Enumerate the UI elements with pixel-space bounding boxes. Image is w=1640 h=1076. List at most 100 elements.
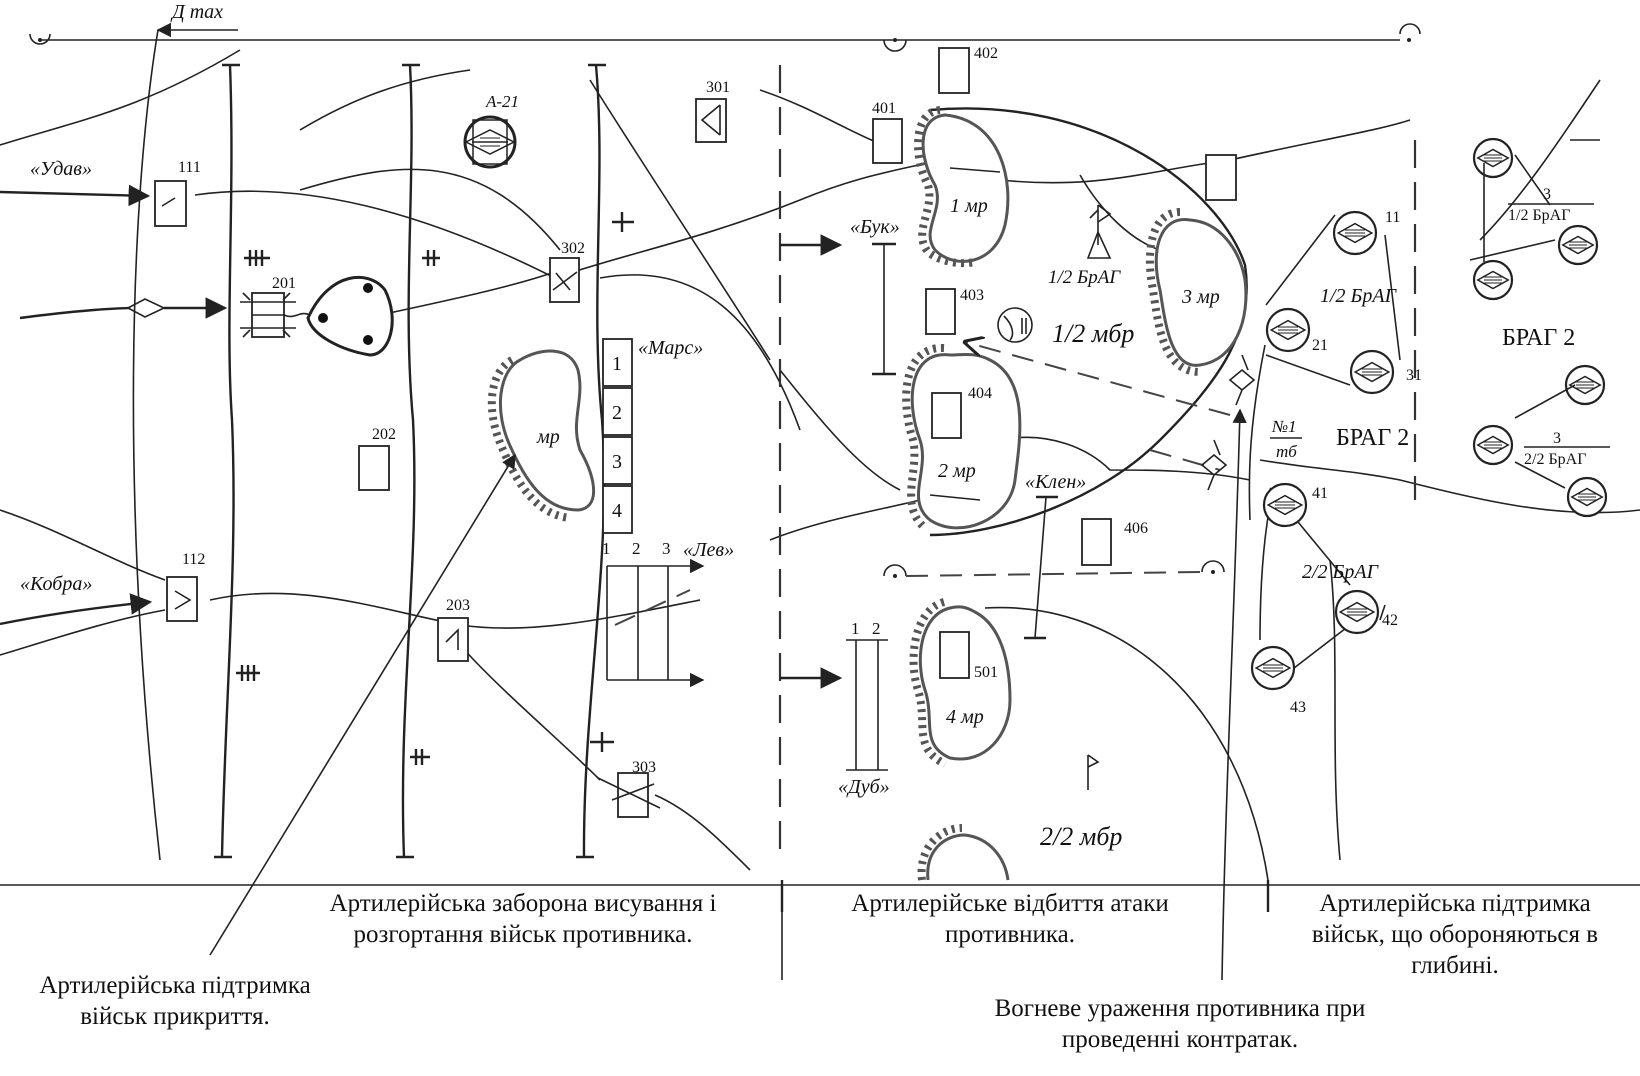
mr2-zone: 2 мр [902,343,1022,532]
svg-text:А-21: А-21 [485,92,519,111]
brag-a-label: 1/2 БрАГ [1320,285,1398,307]
kobra-label: «Кобра» [20,573,92,595]
d-max-label: Д max [170,1,223,23]
svg-text:403: 403 [960,287,984,304]
target-302[interactable]: 302 [549,240,585,303]
udav-label: «Удав» [30,158,92,180]
battery-31-icon: 31 [1349,349,1422,395]
battery-43-icon: 43 [1250,645,1306,716]
sensor-icon [997,307,1033,343]
svg-text:3 мр: 3 мр [1181,286,1220,308]
target-406[interactable]: 501 [939,631,998,681]
target-112[interactable]: 112 [166,551,205,622]
svg-text:3: 3 [1553,430,1561,447]
brag-battery-icon [1557,224,1599,266]
svg-text:201: 201 [272,275,296,292]
svg-text:4: 4 [612,500,622,522]
caption-repel-attack: Артилерійське відбиття атаки противника. [851,890,1169,948]
target-403[interactable]: 403 [925,287,984,335]
mr3-zone: 3 мр [1145,208,1248,376]
brag-battery-icon [1472,259,1514,301]
target-501[interactable] [1205,154,1237,201]
target-203[interactable]: 203 [437,597,470,662]
svg-text:1/2 БрАГ: 1/2 БрАГ [1508,207,1570,224]
target-404[interactable]: 404 [931,385,992,439]
svg-text:303: 303 [632,759,656,776]
mars-fire-line: 1 2 3 4 «Марс» [602,337,703,534]
svg-text:3: 3 [612,451,622,473]
brag-battery-icon [1566,476,1608,518]
target-301[interactable]: 301 [695,79,730,143]
svg-text:302: 302 [561,240,585,257]
target-405[interactable]: 406 [1081,518,1148,566]
mr4-zone: 4 мр [909,598,1012,768]
mbr2-boundary [984,606,1269,881]
brag2-label-right: БРАГ 2 [1502,325,1575,351]
brag-battery-icon [1472,137,1514,179]
svg-text:1: 1 [851,619,860,638]
battery-label: 41 [1312,485,1328,502]
battery-label: 43 [1290,699,1306,716]
dub-fire-line: 1 2 «Дуб» [838,619,890,798]
buk-fire-line: «Бук» [850,216,900,376]
svg-text:тб: тб [1276,442,1297,461]
svg-text:203: 203 [446,597,470,614]
battery-41-icon: 41 [1262,482,1328,528]
brag-group-top: 3 1/2 БрАГ [1469,154,1594,262]
battery-label: 21 [1312,337,1328,354]
battery-label: 42 [1382,612,1398,629]
svg-text:1/2 БрАГ: 1/2 БрАГ [1048,267,1121,288]
battery-42-icon: 42 [1334,589,1398,635]
mr-zone-left: мр [487,349,596,522]
tank-obstacle-icons [1200,354,1256,491]
svg-text:№1: №1 [1271,417,1297,436]
svg-text:301: 301 [706,79,730,96]
approach-arrow [19,306,131,320]
brag2-label-center: БРАГ 2 [1336,425,1409,451]
small-flag [1087,754,1100,790]
svg-text:2/2 БрАГ: 2/2 БрАГ [1524,451,1586,468]
target-201[interactable]: 201 [240,275,296,338]
target-401[interactable]: 401 [872,100,903,164]
svg-text:«Клен»: «Клен» [1025,471,1086,493]
mbr2-label: 2/2 мбр [1040,822,1122,851]
terrain-lines [0,49,1640,871]
d-max-marker: Д max [132,1,238,861]
battery-label: 11 [1385,209,1400,226]
battery-label: 31 [1406,367,1422,384]
target-402[interactable]: 402 [938,45,998,94]
target-303[interactable]: 303 [597,759,661,818]
brag-half-marker: 1/2 БрАГ [1048,204,1121,288]
mbr-boundary-dash [883,560,1225,578]
caption-depth-support: Артилерійська підтримка військ, що оборо… [1311,890,1599,979]
target-111[interactable]: 111 [154,159,201,227]
caption-prohibit-deploy: Артилерійська заборона висування і розго… [329,890,717,948]
brag-group-bottom: 3 2/2 БрАГ [1514,384,1610,489]
svg-text:2 мр: 2 мр [938,460,976,482]
brag-battery-icon [1472,424,1514,466]
battery-11-icon: 11 [1332,209,1400,256]
udav-arrow [0,184,151,207]
svg-text:1: 1 [612,353,622,375]
mr1-zone: 1 мр [914,106,1010,268]
svg-text:111: 111 [178,159,201,176]
svg-text:404: 404 [968,385,992,402]
kobra-arrow [0,593,153,626]
counterattack-pointer [1221,408,1247,981]
svg-text:402: 402 [974,45,998,62]
cover-support-pointer [209,453,516,956]
tb1-label: №1 тб [1270,417,1302,461]
svg-text:«Лев»: «Лев» [683,539,734,561]
svg-text:«Марс»: «Марс» [638,337,703,359]
a21-marker: А-21 [463,92,519,169]
batteries: 11 21 31 41 42 43 [1250,137,1608,716]
brag-b-label: 2/2 БрАГ [1302,561,1380,583]
svg-text:4 мр: 4 мр [946,706,984,728]
svg-text:2: 2 [632,539,641,558]
target-202[interactable]: 202 [358,426,396,491]
strongpoint-triangle [306,275,394,357]
svg-text:«Дуб»: «Дуб» [838,776,890,798]
svg-text:2: 2 [612,402,622,424]
svg-text:1: 1 [602,539,611,558]
